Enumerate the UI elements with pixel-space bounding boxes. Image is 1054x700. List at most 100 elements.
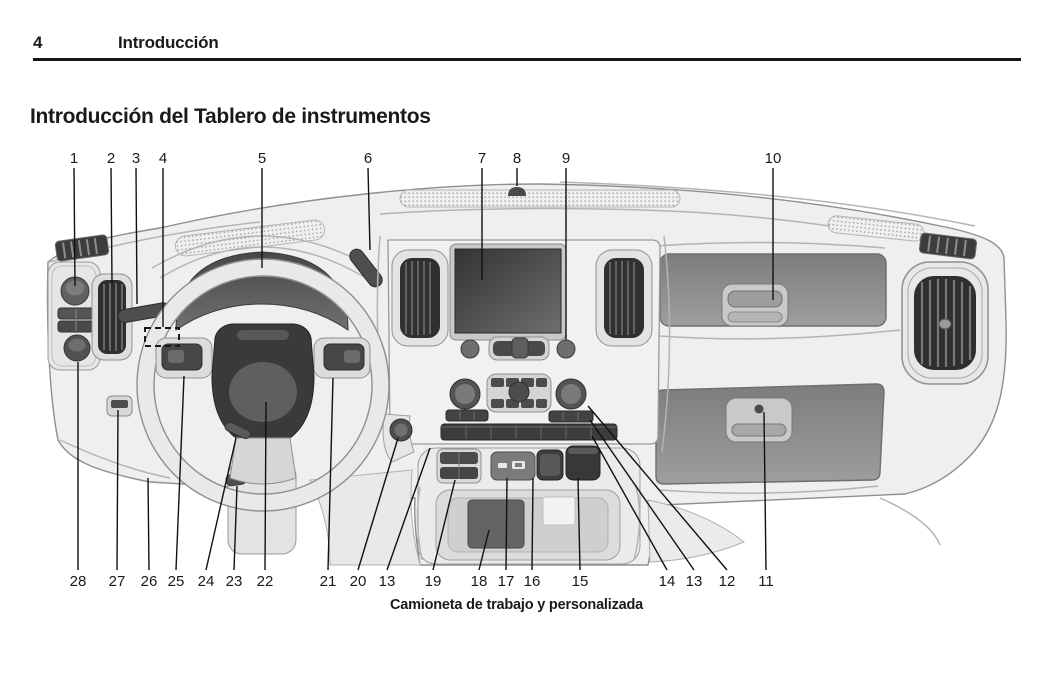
left-control-pod bbox=[47, 261, 101, 371]
driver-air-vent bbox=[91, 273, 133, 361]
leader-line-15 bbox=[577, 477, 581, 571]
center-left-vent bbox=[391, 249, 449, 347]
callout-11-label: 11 bbox=[758, 573, 774, 590]
right-air-vent bbox=[901, 261, 989, 385]
leader-line-20 bbox=[357, 437, 399, 571]
callout-12-label: 12 bbox=[719, 573, 736, 590]
leader-line-13a bbox=[386, 447, 431, 571]
climate-controls bbox=[449, 373, 587, 413]
radio-controls bbox=[460, 336, 576, 361]
callout-3-label: 3 bbox=[132, 150, 140, 167]
section-title: Introducción del Tablero de instrumentos bbox=[30, 105, 431, 128]
leader-line-26 bbox=[147, 477, 150, 571]
steering-wheel bbox=[136, 258, 390, 555]
leader-line-11 bbox=[763, 411, 767, 571]
leader-line-27 bbox=[116, 409, 119, 571]
callout-17-label: 17 bbox=[498, 573, 515, 590]
leader-lines bbox=[73, 167, 774, 571]
leader-line-2 bbox=[110, 167, 113, 284]
leader-line-19 bbox=[432, 479, 456, 571]
leader-line-17 bbox=[505, 477, 508, 571]
storage-tray bbox=[435, 489, 621, 561]
leader-line-21 bbox=[327, 377, 334, 571]
glove-box-latch bbox=[731, 423, 787, 437]
start-button bbox=[382, 413, 415, 463]
leader-line-23 bbox=[233, 485, 238, 571]
leader-line-25 bbox=[175, 375, 185, 571]
leader-line-14 bbox=[591, 435, 668, 571]
callout-14-label: 14 bbox=[659, 573, 676, 590]
leader-line-3 bbox=[135, 167, 138, 305]
page-number: 4 bbox=[33, 33, 43, 52]
leader-line-18 bbox=[478, 529, 490, 571]
callout-5-label: 5 bbox=[258, 150, 266, 167]
callout-26-label: 26 bbox=[141, 573, 158, 590]
callout-9-label: 9 bbox=[562, 150, 570, 167]
callout-15-label: 15 bbox=[572, 573, 589, 590]
callout-18-label: 18 bbox=[471, 573, 488, 590]
callout-13a-label: 13 bbox=[379, 573, 396, 590]
leader-line-6 bbox=[367, 167, 371, 251]
right-console-flank bbox=[647, 499, 745, 563]
callout-23-label: 23 bbox=[226, 573, 243, 590]
callout-numbers: 1 2 3 4 5 6 7 8 9 10 28 27 26 25 24 23 2… bbox=[70, 150, 782, 590]
callout-2-label: 2 bbox=[107, 150, 115, 167]
dash-sensor bbox=[508, 187, 526, 196]
leader-line-22 bbox=[264, 401, 267, 571]
glove-box bbox=[655, 383, 885, 494]
leader-line-13b bbox=[589, 419, 695, 571]
header-rule bbox=[33, 58, 1021, 61]
left-speaker-grille bbox=[54, 234, 110, 262]
dashboard-diagram: 1 2 3 4 5 6 7 8 9 10 28 27 26 25 24 23 2… bbox=[46, 150, 1007, 590]
callout-28-label: 28 bbox=[70, 573, 87, 590]
chapter-title: Introducción bbox=[118, 33, 219, 52]
callout-8-label: 8 bbox=[513, 150, 521, 167]
callout-22-label: 22 bbox=[257, 573, 274, 590]
callout-10-label: 10 bbox=[765, 150, 782, 167]
dashed-callout-box bbox=[144, 327, 180, 347]
wheel-rim bbox=[137, 259, 389, 511]
radio-knob-left bbox=[460, 339, 480, 359]
defroster-vents bbox=[174, 189, 925, 257]
wiper-lever bbox=[349, 248, 383, 288]
lower-console bbox=[416, 445, 641, 565]
callout-6-label: 6 bbox=[364, 150, 372, 167]
leader-line-12 bbox=[587, 405, 728, 571]
glove-box-lock bbox=[754, 404, 764, 414]
leader-line-24 bbox=[205, 437, 237, 571]
radio-knob-right bbox=[556, 339, 576, 359]
center-right-vent bbox=[595, 249, 653, 347]
infotainment-touchscreen bbox=[449, 243, 567, 341]
tray-mat bbox=[467, 499, 525, 549]
power-outlet-button bbox=[565, 445, 601, 481]
upper-storage-handle bbox=[727, 290, 783, 308]
usb-icon bbox=[498, 463, 507, 468]
callout-25-label: 25 bbox=[168, 573, 185, 590]
airbag-horn-pad bbox=[211, 323, 315, 439]
dash-lower-switch bbox=[106, 395, 133, 417]
callout-24-label: 24 bbox=[198, 573, 215, 590]
lower-spoke bbox=[229, 437, 297, 485]
right-speaker-grille bbox=[918, 232, 978, 260]
center-stack bbox=[376, 235, 671, 565]
usb-ports bbox=[490, 451, 536, 481]
callout-7-label: 7 bbox=[478, 150, 486, 167]
dashboard-drawing bbox=[46, 181, 1007, 566]
callout-16-label: 16 bbox=[524, 573, 541, 590]
left-spoke-buttons bbox=[155, 337, 213, 379]
leader-line-16 bbox=[531, 477, 534, 571]
left-console-flank bbox=[309, 469, 421, 566]
trailer-brake-buttons bbox=[436, 448, 482, 484]
figure-caption: Camioneta de trabajo y personalizada bbox=[389, 597, 644, 613]
callout-20-label: 20 bbox=[350, 573, 367, 590]
right-spoke-buttons bbox=[313, 337, 371, 379]
callout-21-label: 21 bbox=[320, 573, 337, 590]
callout-1-label: 1 bbox=[70, 150, 78, 167]
switch-strips bbox=[445, 409, 594, 423]
tilt-lever bbox=[224, 421, 251, 440]
callout-13b-label: 13 bbox=[686, 573, 703, 590]
switch-row bbox=[440, 423, 618, 441]
callout-4-label: 4 bbox=[159, 150, 167, 167]
callout-27-label: 27 bbox=[109, 573, 126, 590]
